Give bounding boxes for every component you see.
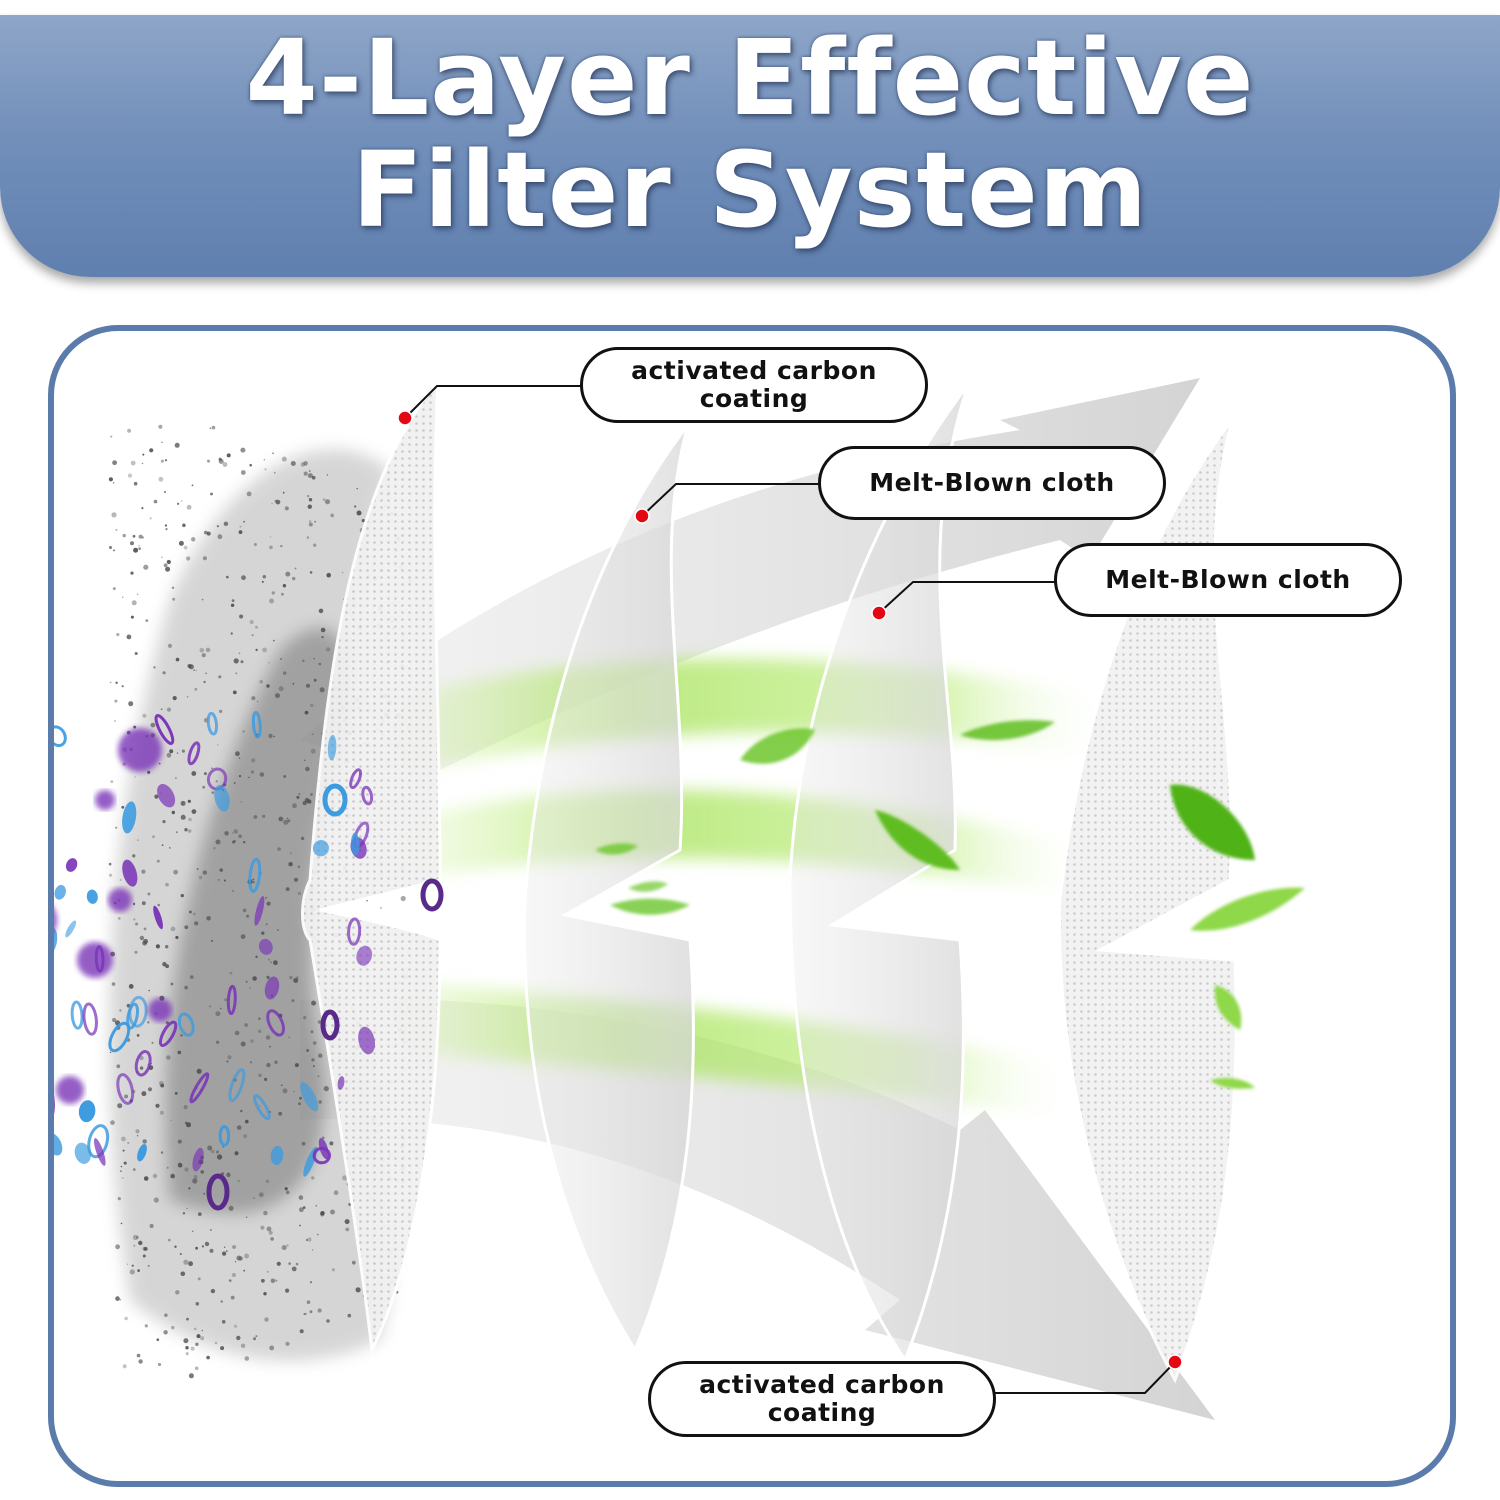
filter-layer-1 — [301, 375, 442, 1356]
callout-leaders — [404, 385, 1176, 1394]
label-layer-3: Melt-Blown cloth — [1054, 543, 1402, 617]
label-layer-1: activated carbon coating — [580, 347, 928, 423]
leaves — [595, 720, 1305, 1089]
callout-dot-1 — [397, 410, 413, 426]
label-layer-4: activated carbon coating — [648, 1361, 996, 1437]
filter-layer-4 — [1058, 419, 1238, 1384]
title-banner — [0, 15, 1500, 277]
page-title: 4-Layer Effective Filter System — [0, 22, 1500, 246]
callout-dot-4 — [1167, 1354, 1183, 1370]
lower-flow-arrow — [300, 998, 1215, 1420]
callout-dot-2 — [634, 508, 650, 524]
callout-dot-3 — [871, 605, 887, 621]
callout-dots — [397, 410, 1183, 1370]
filter-layer-2 — [523, 424, 695, 1354]
label-layer-2: Melt-Blown cloth — [818, 446, 1166, 520]
title-line-1: 4-Layer Effective — [245, 17, 1255, 139]
title-line-2: Filter System — [351, 129, 1149, 251]
filter-layer-3 — [788, 384, 970, 1364]
particles — [54, 710, 444, 1211]
